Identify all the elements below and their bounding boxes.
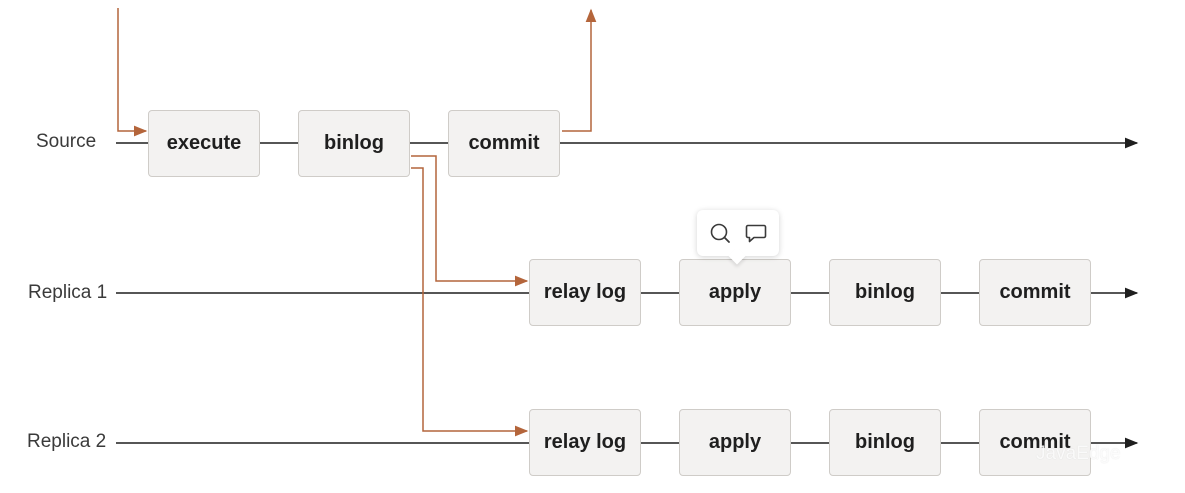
watermark: JavaEdge — [1036, 443, 1121, 464]
replica1-step-commit: commit — [979, 259, 1091, 326]
row-label-replica-2: Replica 2 — [27, 431, 107, 452]
replica2-step-apply: apply — [679, 409, 791, 476]
row-label-source: Source — [36, 131, 97, 152]
source-step-execute: execute — [148, 110, 260, 177]
source-step-binlog: binlog — [298, 110, 410, 177]
search-icon[interactable] — [707, 220, 733, 246]
binlog-to-replica2-arrow — [411, 167, 529, 437]
row-label-replica-1: Replica 1 — [28, 282, 108, 303]
incoming-request-arrow — [117, 8, 148, 137]
commit-response-arrow — [562, 8, 597, 132]
replica2-step-binlog: binlog — [829, 409, 941, 476]
replica1-step-relay-log: relay log — [529, 259, 641, 326]
replica2-step-commit: commit — [979, 409, 1091, 476]
replica2-step-relay-log: relay log — [529, 409, 641, 476]
floating-toolbar — [697, 210, 779, 256]
comment-icon[interactable] — [743, 220, 769, 246]
replica1-step-apply: apply — [679, 259, 791, 326]
source-step-commit: commit — [448, 110, 560, 177]
replica1-step-binlog: binlog — [829, 259, 941, 326]
binlog-to-replica1-arrow — [411, 155, 529, 287]
